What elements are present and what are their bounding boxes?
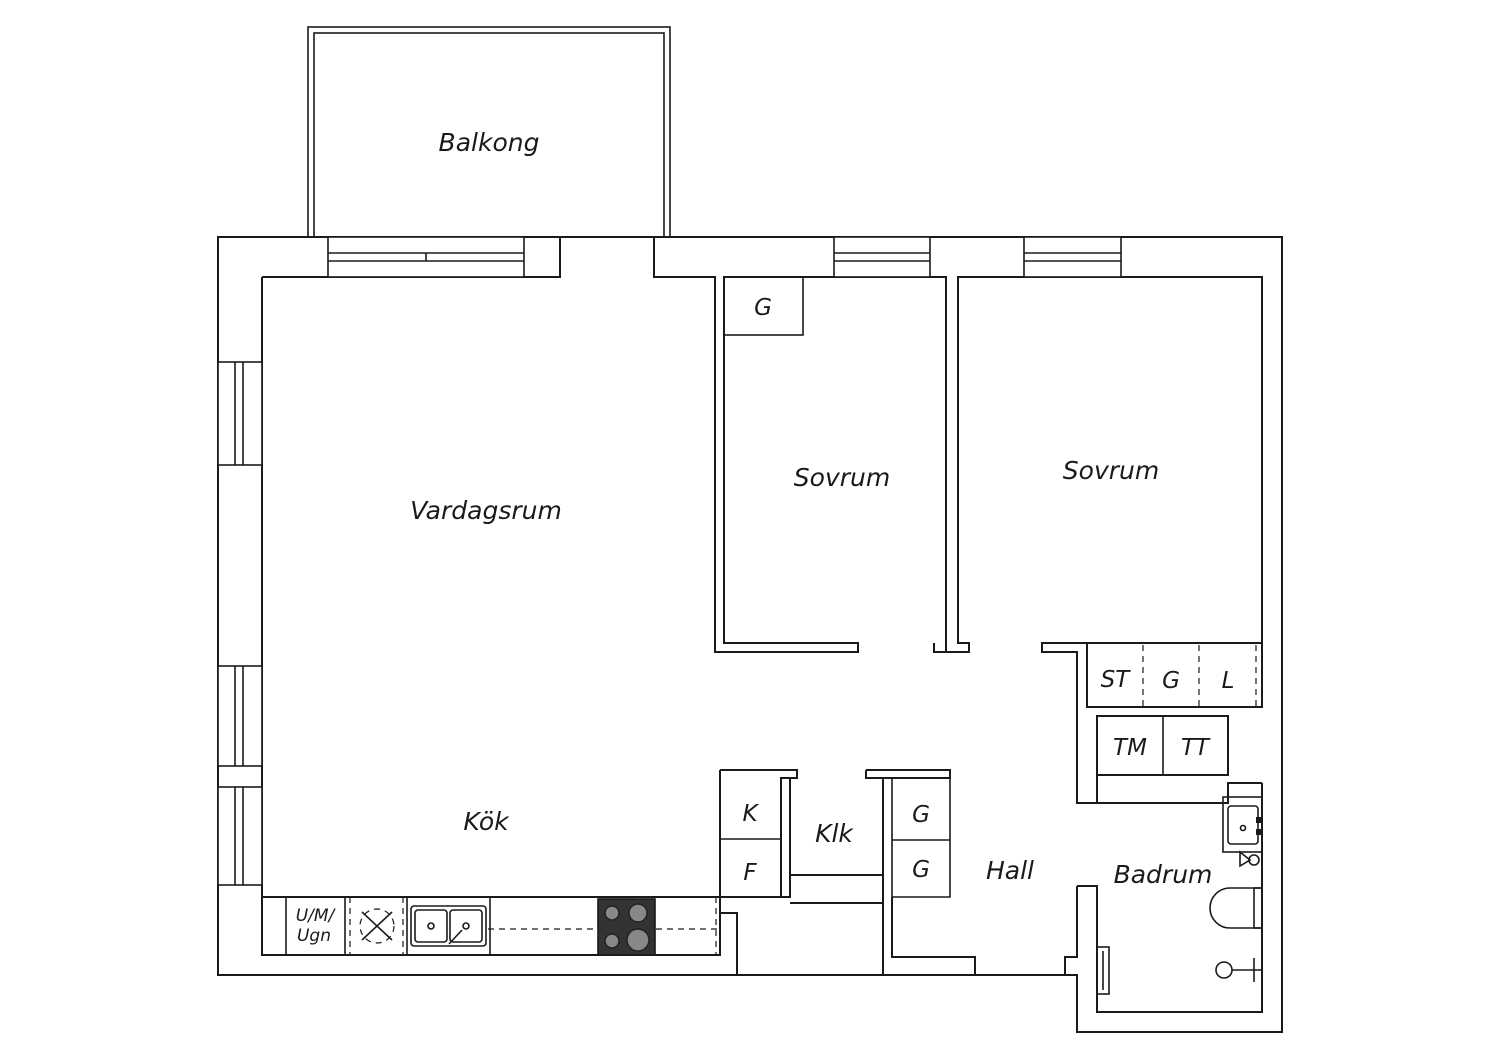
dishwasher-icon [349,897,404,955]
room-label-balkong: Balkong [439,128,540,157]
toilet-icon [1209,887,1263,929]
kitchen-counter [261,769,798,975]
hall-wardrobes [891,778,951,898]
room-label-sovrum-large: Sovrum [1063,456,1159,485]
windows [217,236,1122,886]
unit-label-storage-l: L [1222,668,1235,694]
room-label-klk: Klk [815,819,854,848]
room-label-sovrum-small: Sovrum [794,463,890,492]
closet-walls [781,769,976,976]
room-label-badrum: Badrum [1114,860,1213,889]
room-label-hall: Hall [986,856,1034,885]
unit-label-dryer: TT [1181,735,1211,761]
bedroom-wardrobe [723,276,804,336]
unit-label-oven-line1: U/M/ [296,906,337,926]
unit-label-wardrobe-hall-1: G [912,802,930,828]
unit-label-wardrobe-bedroom: G [754,295,772,321]
unit-label-oven-line2: Ugn [297,926,331,946]
stove-icon [597,898,656,956]
unit-label-wardrobe-hall-2: G [912,857,930,883]
bath-sink-icon [1222,796,1263,853]
room-label-kok: Kök [463,807,510,836]
bathroom-walls [1064,775,1263,1013]
unit-label-freezer: F [743,860,757,886]
unit-label-fridge: K [742,801,759,827]
sink-icon [410,905,487,947]
unit-label-storage-st: ST [1101,667,1132,693]
outer-wall [217,236,1283,1033]
unit-label-washer: TM [1113,735,1147,761]
room-label-vardagsrum: Vardagsrum [410,496,562,525]
storage-units [1142,645,1257,775]
shower-icon [1215,850,1262,982]
unit-label-storage-g: G [1162,668,1180,694]
